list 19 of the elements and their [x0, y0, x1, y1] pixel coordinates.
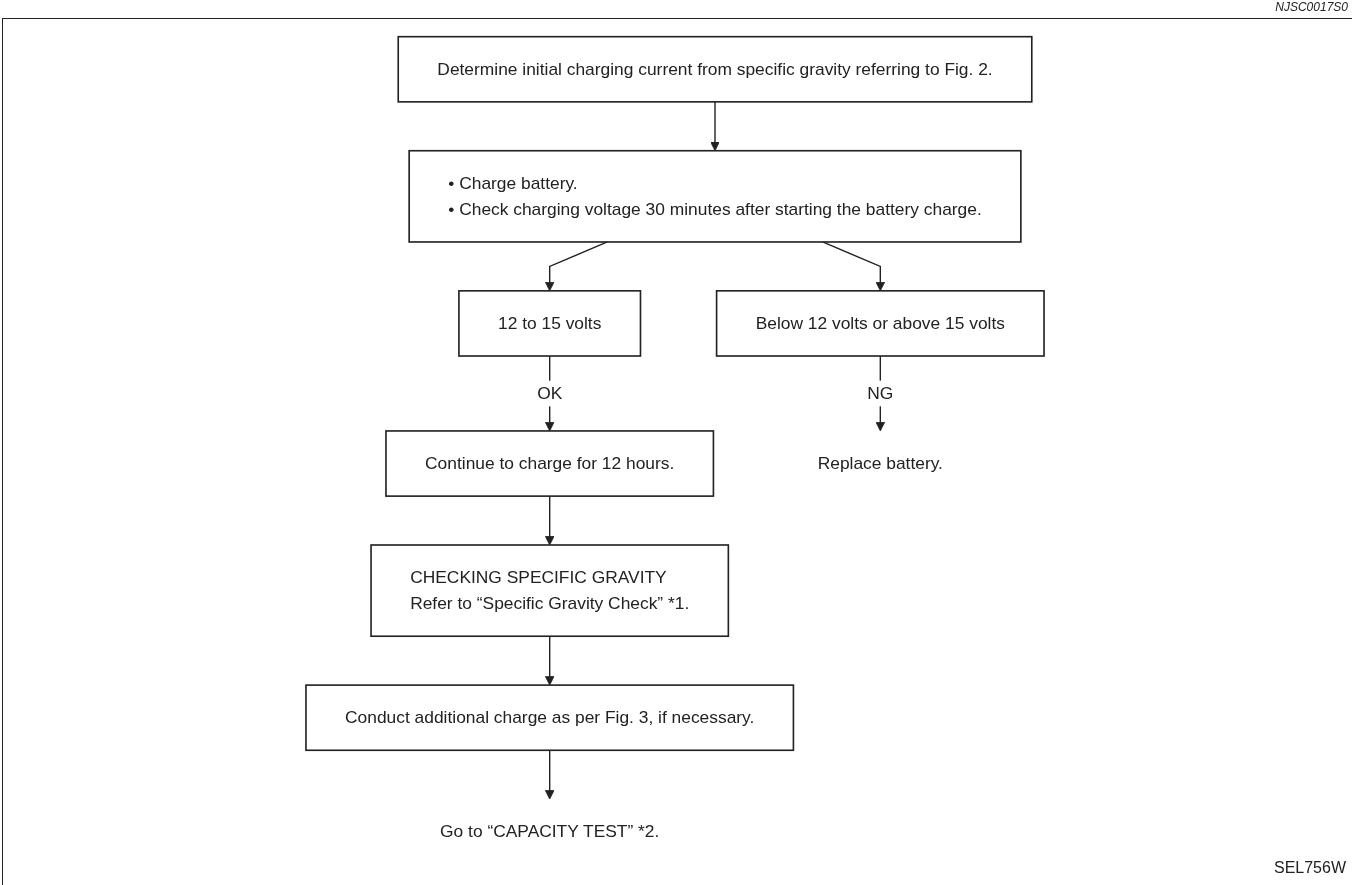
arrow [544, 241, 609, 292]
node-box: Below 12 volts or above 15 volts [715, 290, 1045, 357]
node-box: Determine initial charging current from specific gravity referring to Fig. 2. [397, 35, 1033, 103]
arrow [544, 635, 555, 686]
node-box: • Charge battery. • Check charging voltage 30 minutes after starting the battery charge. [408, 149, 1022, 243]
arrow [821, 241, 886, 292]
node-box: Conduct additional charge as per Fig. 3, if necessary. [305, 684, 795, 752]
edge-label: OK [537, 383, 563, 403]
node-box: CHECKING SPECIFIC GRAVITY Refer to “Specific Gravity Check” *1. [370, 544, 730, 638]
node-text: Go to “CAPACITY TEST” *2. [440, 821, 660, 841]
node-box: Continue to charge for 12 hours. [385, 430, 715, 497]
edge-label: NG [867, 383, 894, 403]
figure-code: SEL756W [1273, 859, 1346, 877]
arrow [710, 101, 720, 152]
node-text: Replace battery. [817, 453, 943, 473]
node-box: 12 to 15 volts [458, 290, 642, 357]
arrow [544, 495, 555, 546]
page-code: NJSC0017S0 [1275, 0, 1348, 14]
arrow [544, 749, 555, 800]
